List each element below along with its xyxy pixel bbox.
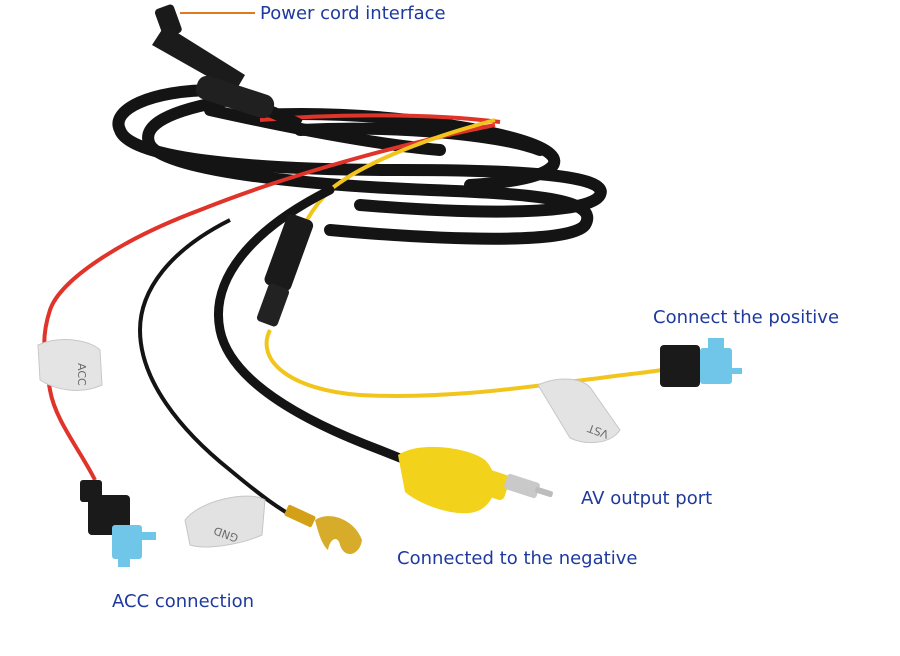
positive-fuse-tap [660,338,742,387]
av-cable [214,185,415,467]
yellow-wire-lower [264,329,663,398]
ground-terminal [284,504,362,555]
acc-connection-label: ACC connection [112,591,255,612]
acc-wire-tag: ACC [37,339,103,391]
connected-negative-label: Connected to the negative [397,548,638,569]
black-ground-wire [137,218,301,522]
red-wire [42,123,496,481]
acc-fuse-tap [80,480,156,567]
rca-connector [398,446,553,514]
connect-positive-label: Connect the positive [653,307,840,328]
coiled-cable [112,84,607,245]
gnd-wire-tag: GND [184,495,266,548]
inline-fuse-holder [256,214,314,327]
power-cord-connector [152,4,303,131]
svg-text:ACC: ACC [75,363,88,386]
positive-wire-tag: VST [537,378,621,443]
power-cord-label: Power cord interface [260,3,446,24]
av-output-label: AV output port [581,488,713,509]
